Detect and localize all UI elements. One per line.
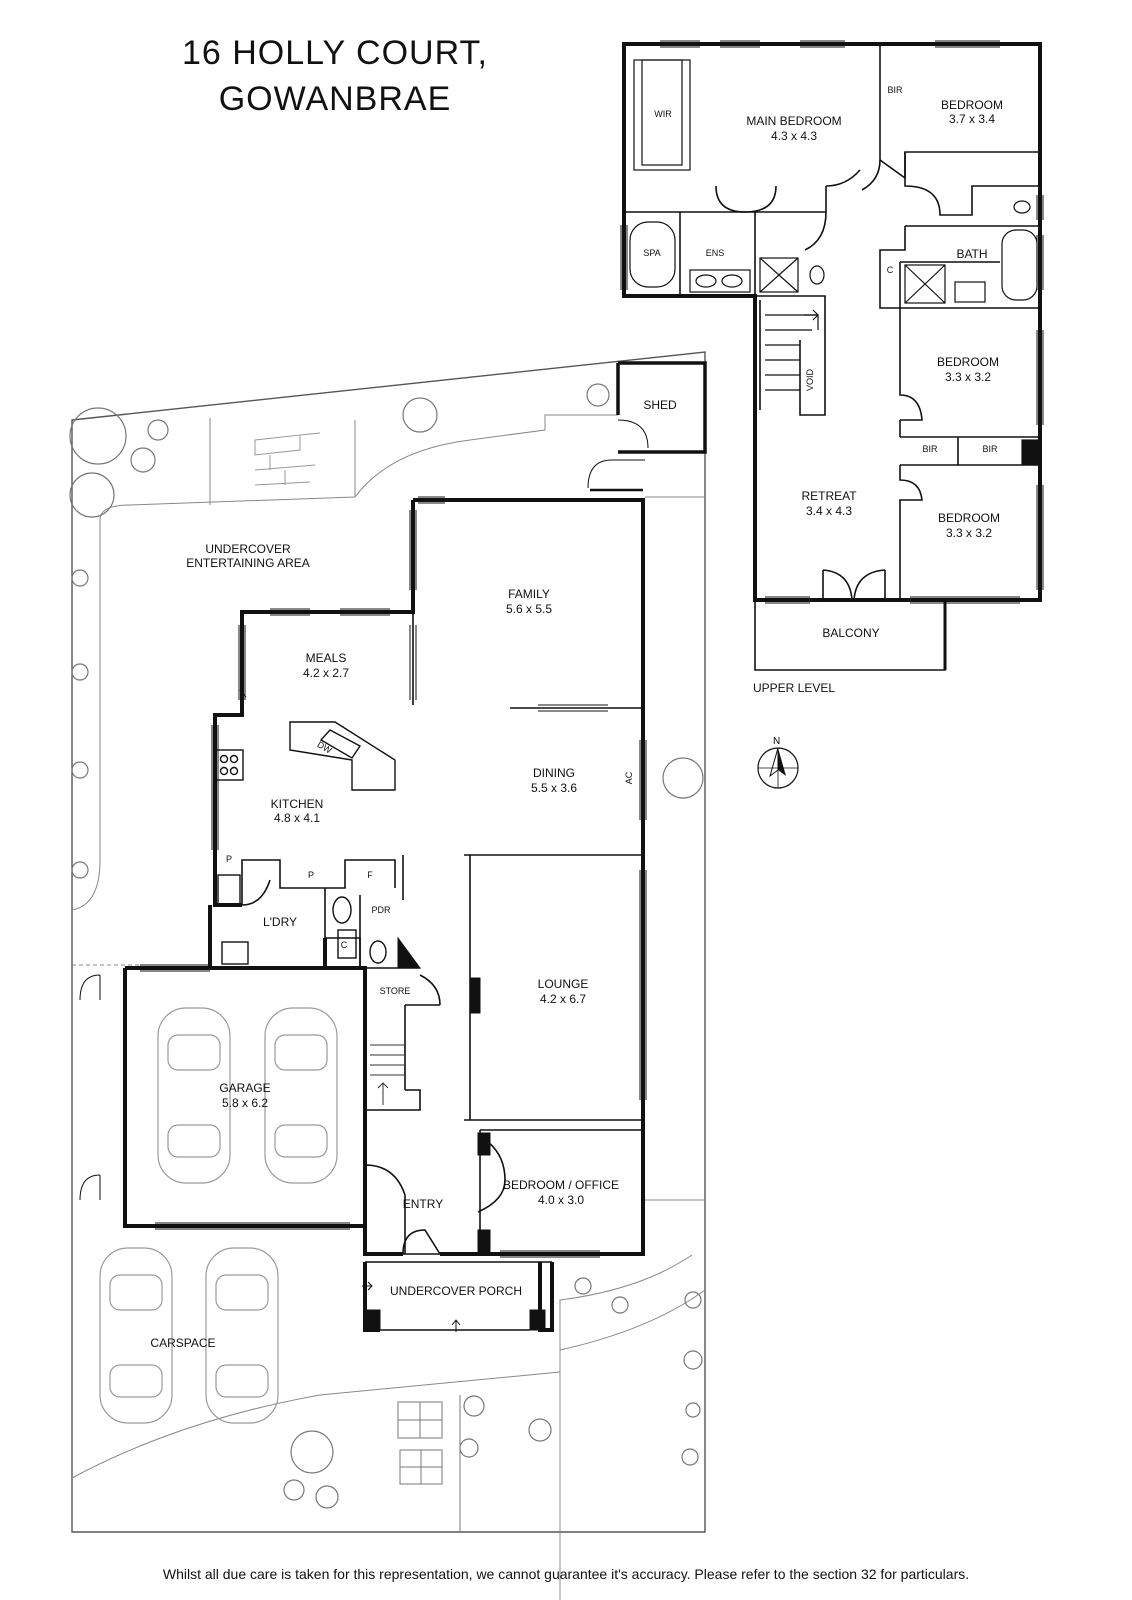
label-dw: DW xyxy=(316,739,334,755)
label-pdr: PDR xyxy=(371,905,391,915)
label-c-lower: C xyxy=(341,940,348,950)
label-store: STORE xyxy=(380,986,411,996)
label-dining: DINING xyxy=(533,766,575,780)
shed xyxy=(616,361,707,454)
label-entertaining-2: ENTERTAINING AREA xyxy=(186,556,310,570)
page-title-line2: GOWANBRAE xyxy=(218,80,452,118)
label-bir-main: BIR xyxy=(887,85,903,95)
label-main-bedroom: MAIN BEDROOM xyxy=(746,114,841,128)
compass-label: N xyxy=(773,736,780,747)
label-shed: SHED xyxy=(643,398,677,412)
dims-retreat: 3.4 x 4.3 xyxy=(806,504,852,518)
label-upper-level: UPPER LEVEL xyxy=(753,681,835,695)
label-bir-b: BIR xyxy=(982,444,998,454)
label-spa: SPA xyxy=(643,248,660,258)
disclaimer: Whilst all due care is taken for this re… xyxy=(162,1566,970,1582)
label-bedroom-mid: BEDROOM xyxy=(937,355,999,369)
label-entry: ENTRY xyxy=(403,1197,443,1211)
label-family: FAMILY xyxy=(508,587,550,601)
label-lounge: LOUNGE xyxy=(538,977,589,991)
label-porch: UNDERCOVER PORCH xyxy=(390,1284,522,1298)
label-wir: WIR xyxy=(654,109,672,119)
planter-boxes xyxy=(397,1395,461,1532)
dims-family: 5.6 x 5.5 xyxy=(506,602,552,616)
label-retreat: RETREAT xyxy=(801,489,857,503)
label-meals: MEALS xyxy=(306,651,347,665)
label-laundry: L'DRY xyxy=(263,915,297,929)
room-labels: WIR MAIN BEDROOM 4.3 x 4.3 BIR BEDROOM 3… xyxy=(150,85,1003,1350)
label-balcony: BALCONY xyxy=(822,626,879,640)
label-bedroom-office: BEDROOM / OFFICE xyxy=(503,1178,619,1192)
label-bedroom-ne: BEDROOM xyxy=(941,98,1003,112)
upper-floor-interior-walls xyxy=(624,44,1040,601)
label-bir-a: BIR xyxy=(922,444,938,454)
label-bedroom-se: BEDROOM xyxy=(938,511,1000,525)
label-p-mid: P xyxy=(308,870,314,880)
upper-fixtures xyxy=(629,59,1039,465)
dims-bedroom-office: 4.0 x 3.0 xyxy=(538,1193,584,1207)
dims-meals: 4.2 x 2.7 xyxy=(303,666,349,680)
label-f: F xyxy=(367,870,373,880)
label-ens: ENS xyxy=(706,248,725,258)
dims-garage: 5.8 x 6.2 xyxy=(222,1096,268,1110)
label-ac: AC xyxy=(624,771,634,784)
dims-main-bedroom: 4.3 x 4.3 xyxy=(771,129,817,143)
car-outlines xyxy=(99,1007,338,1424)
dims-bedroom-mid: 3.3 x 3.2 xyxy=(945,370,991,384)
dims-lounge: 4.2 x 6.7 xyxy=(540,992,586,1006)
label-carspace: CARSPACE xyxy=(150,1336,215,1350)
dims-kitchen: 4.8 x 4.1 xyxy=(274,811,320,825)
garden-paths xyxy=(71,414,706,1600)
label-kitchen: KITCHEN xyxy=(271,797,324,811)
dims-dining: 5.5 x 3.6 xyxy=(531,781,577,795)
fixed-elements xyxy=(364,936,546,1331)
label-c-upper: C xyxy=(887,265,894,275)
dims-bedroom-ne: 3.7 x 3.4 xyxy=(949,112,995,126)
ground-stairs xyxy=(370,1044,405,1105)
label-p-left: P xyxy=(226,854,232,864)
label-bath: BATH xyxy=(956,247,987,261)
pavers xyxy=(254,432,321,486)
label-garage: GARAGE xyxy=(219,1081,270,1095)
dims-bedroom-se: 3.3 x 3.2 xyxy=(946,526,992,540)
entry-arrows xyxy=(362,1281,461,1332)
label-entertaining-1: UNDERCOVER xyxy=(205,542,291,556)
site-boundary xyxy=(71,351,706,1533)
balcony-outline xyxy=(754,600,947,671)
ground-doors xyxy=(79,459,645,1201)
trees xyxy=(69,383,704,1509)
ground-windows xyxy=(140,496,647,1258)
kitchen-fixtures xyxy=(214,721,396,965)
north-compass: N xyxy=(757,736,799,789)
label-void: VOID xyxy=(805,369,815,392)
upper-windows xyxy=(620,40,1044,604)
ground-floor-interior-walls xyxy=(241,612,643,1331)
page-title-line1: 16 HOLLY COURT, xyxy=(181,34,488,72)
